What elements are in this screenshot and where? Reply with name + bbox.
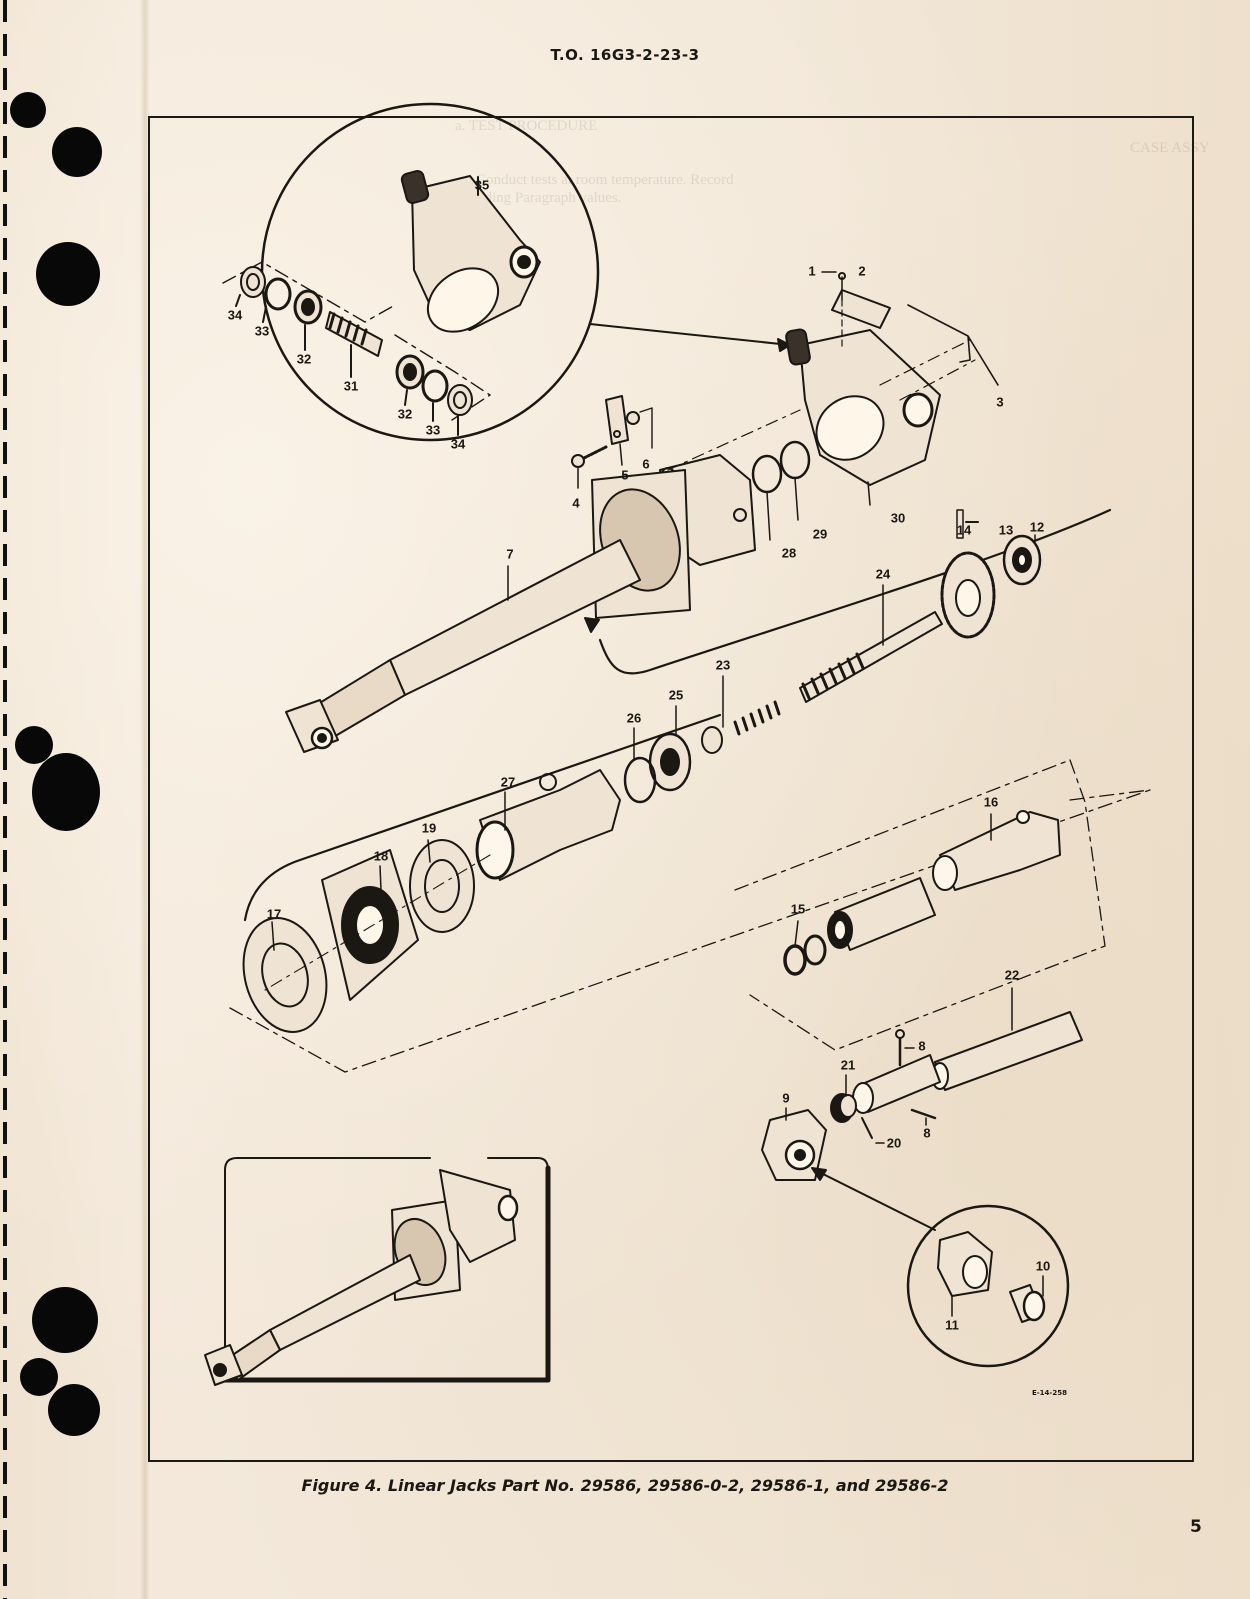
housing-30-icon: [785, 328, 941, 486]
bleed-through-text: CASE ASSY: [1130, 140, 1210, 156]
punch-hole: [15, 726, 53, 764]
callout-1: 1: [808, 263, 816, 279]
callout-27: 27: [500, 774, 516, 790]
callout-2: 2: [858, 263, 866, 279]
bleed-through-text: a. TEST PROCEDURE: [455, 118, 598, 134]
callout-3: 3: [996, 394, 1004, 410]
assembled-jack-inset: [204, 1157, 551, 1386]
callout-29: 29: [812, 526, 828, 542]
callout-6: 6: [642, 456, 650, 472]
punch-hole: [48, 1384, 100, 1436]
gearbox-cover-27-icon: [475, 769, 621, 881]
callout-34: 34: [450, 436, 466, 452]
callout-32: 32: [296, 351, 312, 367]
lead-screw-24-icon: [799, 611, 943, 703]
lockplate-5-icon: [605, 395, 629, 445]
housing-detail-inset: [222, 102, 600, 442]
flange-18-icon: [321, 849, 419, 1001]
plate-2-icon: [831, 289, 891, 329]
callout-8: 8: [918, 1038, 926, 1054]
callout-15: 15: [790, 901, 806, 917]
bearing-25-icon: [648, 732, 692, 792]
callout-30: 30: [890, 510, 906, 526]
figure-frame: [148, 116, 1194, 1462]
callout-18: 18: [373, 848, 389, 864]
callout-32: 32: [397, 406, 413, 422]
drawing-id: E-14-258: [1032, 1389, 1067, 1397]
rod-end-11-icon: [937, 1231, 993, 1297]
piston-rod-end-icon: [852, 1054, 941, 1114]
nut-tube-16-icon: [932, 810, 1061, 891]
worm-shaft-31-icon: [325, 311, 383, 357]
callout-35: 35: [474, 177, 490, 193]
rod-end-9-icon: [761, 1109, 827, 1181]
callout-23: 23: [715, 657, 731, 673]
callout-28: 28: [781, 545, 797, 561]
punch-hole: [10, 92, 46, 128]
callout-9: 9: [782, 1090, 790, 1106]
callout-16: 16: [983, 794, 999, 810]
bleed-through-text: a. Conduct tests at room temperature. Re…: [462, 172, 734, 188]
callout-34: 34: [227, 307, 243, 323]
housing-35-icon: [400, 170, 541, 333]
perforation-edge: [3, 0, 7, 1599]
page-number: 5: [1190, 1517, 1202, 1537]
punch-hole: [32, 753, 100, 831]
callout-26: 26: [626, 710, 642, 726]
bearing-12-icon: [1002, 534, 1042, 586]
washer-19-icon: [409, 839, 475, 933]
punch-hole: [52, 127, 102, 177]
callout-4: 4: [572, 495, 580, 511]
callout-20: 20: [886, 1135, 902, 1151]
punch-hole: [20, 1358, 58, 1396]
callout-5: 5: [621, 467, 629, 483]
callout-17: 17: [266, 906, 282, 922]
callout-14: 14: [956, 522, 972, 538]
rod-22-icon: [931, 1011, 1083, 1091]
punch-hole: [32, 1287, 98, 1353]
gasket-17-icon: [242, 917, 328, 1033]
figure-caption: Figure 4. Linear Jacks Part No. 29586, 2…: [301, 1476, 949, 1495]
callout-33: 33: [254, 323, 270, 339]
callout-11: 11: [945, 1317, 959, 1333]
callout-25: 25: [668, 687, 684, 703]
actuator-tube-7-icon: [285, 469, 691, 753]
nut-sleeve-icon: [827, 877, 936, 951]
bearing-10-icon: [1009, 1284, 1046, 1323]
screw-4-icon: [571, 445, 608, 468]
callout-22: 22: [1004, 967, 1020, 983]
punch-hole: [36, 242, 100, 306]
callout-24: 24: [875, 566, 891, 582]
callout-19: 19: [421, 820, 437, 836]
callout-33: 33: [425, 422, 441, 438]
callout-31: 31: [343, 378, 359, 394]
gear-14-icon: [940, 551, 996, 639]
callout-21: 21: [840, 1057, 856, 1073]
callout-13: 13: [998, 522, 1014, 538]
spring-icon: [733, 700, 781, 736]
callout-12: 12: [1029, 519, 1045, 535]
callout-10: 10: [1035, 1258, 1051, 1274]
rod-end-bearing-inset: [906, 1204, 1070, 1368]
nameplate-3-icon: [907, 304, 999, 386]
nut-21-icon: [830, 1093, 857, 1123]
technical-order-number: T.O. 16G3-2-23-3: [550, 46, 700, 64]
callout-8: 8: [923, 1125, 931, 1141]
callout-7: 7: [506, 546, 514, 562]
page-fold-shadow: [140, 0, 150, 1599]
